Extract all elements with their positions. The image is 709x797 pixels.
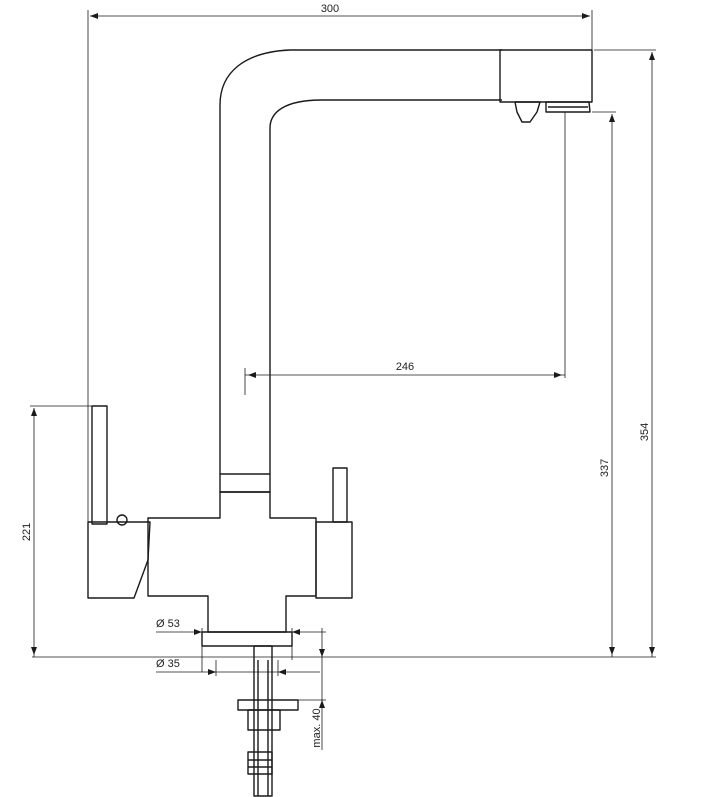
dimension-spout-reach: 246 bbox=[244, 112, 566, 395]
spout-head bbox=[499, 49, 593, 103]
main-aerator bbox=[545, 101, 591, 113]
base-plate bbox=[201, 631, 293, 647]
supply-connector bbox=[247, 751, 273, 775]
dimension-label-221: 221 bbox=[21, 523, 33, 541]
dimension-label-d35: Ø 35 bbox=[156, 658, 180, 670]
mixer-pivot bbox=[116, 514, 128, 526]
spout-tube bbox=[219, 49, 502, 474]
spout-tube-inner bbox=[269, 99, 502, 474]
dimension-width-total: 300 bbox=[87, 3, 593, 525]
mounting-nut bbox=[247, 709, 281, 731]
main-body bbox=[147, 491, 317, 633]
filtered-water-outlet bbox=[514, 101, 541, 123]
dimension-label-354: 354 bbox=[639, 423, 651, 441]
dimension-diameter-shank: Ø 35 bbox=[156, 658, 320, 676]
dimension-height-total: 354 bbox=[594, 49, 656, 657]
dimension-diameter-base: Ø 53 bbox=[156, 618, 326, 672]
shank bbox=[253, 645, 273, 797]
dimension-label-337: 337 bbox=[599, 459, 611, 477]
dimension-label-300: 300 bbox=[321, 3, 339, 15]
faucet-outline bbox=[32, 49, 656, 797]
dimension-label-d53: Ø 53 bbox=[156, 618, 180, 630]
filter-handle-body bbox=[315, 521, 353, 599]
swivel-collar bbox=[219, 473, 271, 493]
mixer-handle-lever bbox=[91, 405, 108, 525]
dimension-label-246: 246 bbox=[396, 361, 414, 373]
dimension-height-lever: 221 bbox=[21, 405, 92, 657]
dimension-max-thickness: max. 40 bbox=[298, 628, 326, 750]
mixer-handle-body bbox=[87, 521, 151, 599]
dimension-label-max40: max. 40 bbox=[311, 708, 323, 747]
filter-handle-lever bbox=[332, 467, 348, 523]
dimension-height-spout: 337 bbox=[592, 111, 616, 657]
